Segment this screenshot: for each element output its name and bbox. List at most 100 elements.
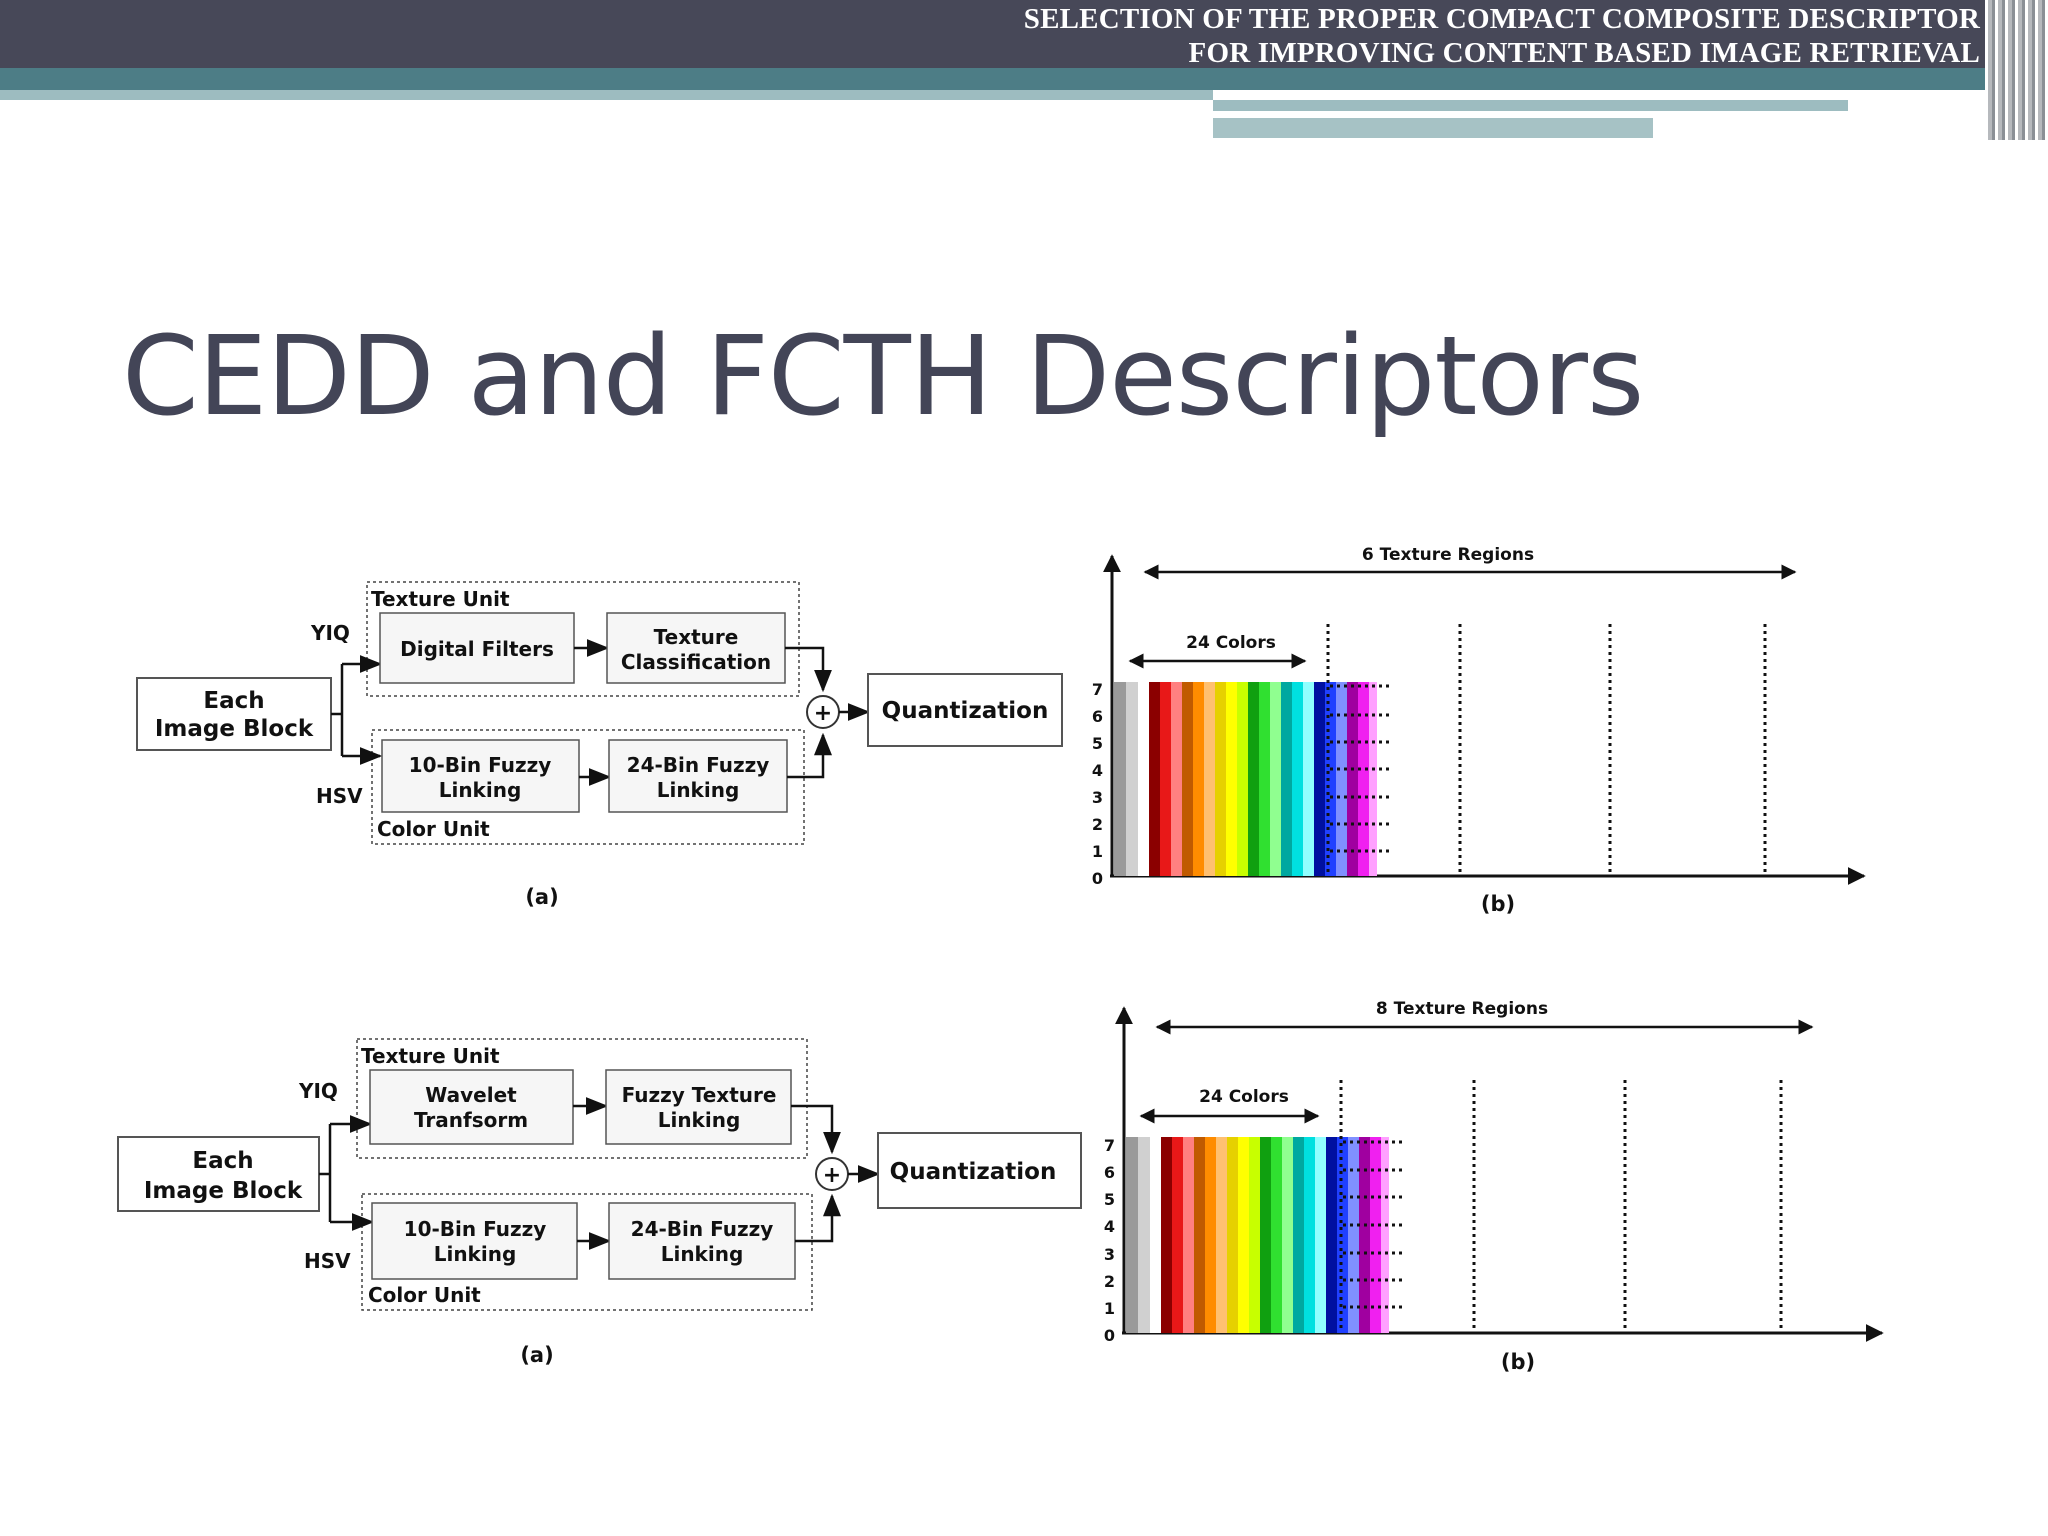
color-bin: [1126, 682, 1138, 876]
box-label: Linking: [434, 1242, 517, 1266]
texture-classification-box: [606, 612, 786, 684]
color-bins: [1114, 682, 1377, 876]
y-ticks: 0 1 2 3 4 5 6 7: [1092, 680, 1103, 888]
hsv-label: HSV: [316, 784, 363, 808]
color-bin: [1381, 1137, 1389, 1333]
input-box-label: Each: [203, 688, 264, 714]
fcth-block-diagram: Texture Unit Color Unit Each Image Block…: [117, 1038, 1082, 1367]
input-box-label: Image Block: [155, 716, 314, 742]
color-bin: [1150, 1137, 1161, 1333]
header-stripes: [1985, 0, 2048, 140]
color-bin: [1270, 682, 1281, 876]
box-label: 10-Bin Fuzzy: [409, 753, 552, 777]
color-bin: [1248, 682, 1259, 876]
color-bin: [1182, 682, 1193, 876]
quantization-label: Quantization: [890, 1159, 1057, 1185]
color-bin: [1259, 682, 1270, 876]
color-bin: [1215, 682, 1226, 876]
header-decor-line: [1213, 111, 1898, 116]
color-bin: [1347, 682, 1358, 876]
color-unit-label: Color Unit: [368, 1283, 481, 1307]
color-bin: [1204, 682, 1215, 876]
fuzzy-10bin-box: [371, 1202, 578, 1280]
color-bin: [1183, 1137, 1194, 1333]
hsv-label: HSV: [304, 1249, 351, 1273]
regions-label: 6 Texture Regions: [1362, 545, 1534, 565]
header-decor-segment: [1213, 118, 1653, 138]
input-box-label: Image Block: [144, 1178, 303, 1204]
y-tick-label: 6: [1092, 707, 1103, 726]
y-tick-label: 4: [1104, 1217, 1115, 1236]
color-bin: [1326, 1137, 1337, 1333]
y-tick-label: 0: [1092, 869, 1103, 888]
color-bin: [1237, 682, 1248, 876]
fuzzy-10bin-box: [381, 739, 580, 813]
input-box: [117, 1136, 320, 1212]
color-unit-label: Color Unit: [377, 817, 490, 841]
connector-line: [785, 646, 832, 693]
color-bin: [1281, 682, 1292, 876]
texture-unit-frame: [366, 581, 800, 697]
texture-unit-label: Texture Unit: [371, 587, 510, 611]
y-tick-label: 2: [1092, 815, 1103, 834]
figure-caption-a: (a): [520, 1343, 553, 1367]
color-bin: [1216, 1137, 1227, 1333]
region-dividers: [1339, 1080, 1783, 1330]
y-tick-label: 2: [1104, 1272, 1115, 1291]
quantization-box: [877, 1132, 1082, 1209]
color-unit-frame: [361, 1193, 813, 1311]
box-label: 24-Bin Fuzzy: [627, 753, 770, 777]
y-tick-label: 1: [1092, 842, 1103, 861]
box-label: Linking: [661, 1242, 744, 1266]
color-bin: [1292, 682, 1303, 876]
box-label: Wavelet: [425, 1083, 517, 1107]
box-label: Classification: [621, 650, 771, 674]
y-tick-label: 1: [1104, 1299, 1115, 1318]
connector-line: [791, 1104, 841, 1155]
color-bin: [1358, 682, 1369, 876]
color-bin: [1314, 682, 1325, 876]
header-light-band: [0, 90, 1213, 100]
color-bin: [1161, 1137, 1172, 1333]
header-title: SELECTION OF THE PROPER COMPACT COMPOSIT…: [1024, 2, 1980, 70]
box-label: Tranfsorm: [414, 1108, 528, 1132]
box-label: 10-Bin Fuzzy: [404, 1217, 547, 1241]
color-bin: [1238, 1137, 1249, 1333]
fcth-histogram: 8 Texture Regions 24 Colors 0 1 2 3 4 5: [1104, 999, 1884, 1374]
connector-line: [319, 1124, 332, 1222]
figure-caption-b: (b): [1481, 892, 1515, 916]
y-tick-label: 3: [1104, 1245, 1115, 1264]
slide-title: CEDD and FCTH Descriptors: [122, 312, 1644, 440]
color-bin: [1359, 1137, 1370, 1333]
cedd-block-diagram: Texture Unit Color Unit Each Image Block…: [136, 581, 1063, 909]
fuzzy-texture-linking-box: [605, 1069, 792, 1145]
color-bin: [1271, 1137, 1282, 1333]
y-tick-label: 7: [1092, 680, 1103, 699]
color-bin: [1315, 1137, 1326, 1333]
y-tick-label: 3: [1092, 788, 1103, 807]
header-teal-band: [0, 68, 2048, 90]
connector-line: [795, 1193, 841, 1243]
y-tick-label: 4: [1092, 761, 1103, 780]
region-dividers: [1326, 624, 1767, 872]
header-title-line2: FOR IMPROVING CONTENT BASED IMAGE RETRIE…: [1188, 37, 1980, 69]
color-bin: [1304, 1137, 1315, 1333]
cedd-histogram: 6 Texture Regions 24 Colors: [1092, 545, 1866, 916]
fuzzy-24bin-box: [608, 739, 788, 813]
box-label: Fuzzy Texture: [622, 1083, 777, 1107]
yiq-label: YIQ: [310, 621, 350, 645]
color-bin: [1138, 682, 1149, 876]
box-label: Texture: [654, 625, 739, 649]
connector-line: [331, 664, 344, 756]
box-label: Digital Filters: [400, 637, 554, 661]
color-bin: [1114, 682, 1126, 876]
color-bin: [1348, 1137, 1359, 1333]
color-bin: [1172, 1137, 1183, 1333]
color-bin: [1226, 682, 1237, 876]
figure-caption-a: (a): [525, 885, 558, 909]
box-label: Linking: [657, 778, 740, 802]
wavelet-transform-box: [369, 1069, 574, 1145]
color-unit-frame: [371, 729, 805, 845]
box-label: 24-Bin Fuzzy: [631, 1217, 774, 1241]
